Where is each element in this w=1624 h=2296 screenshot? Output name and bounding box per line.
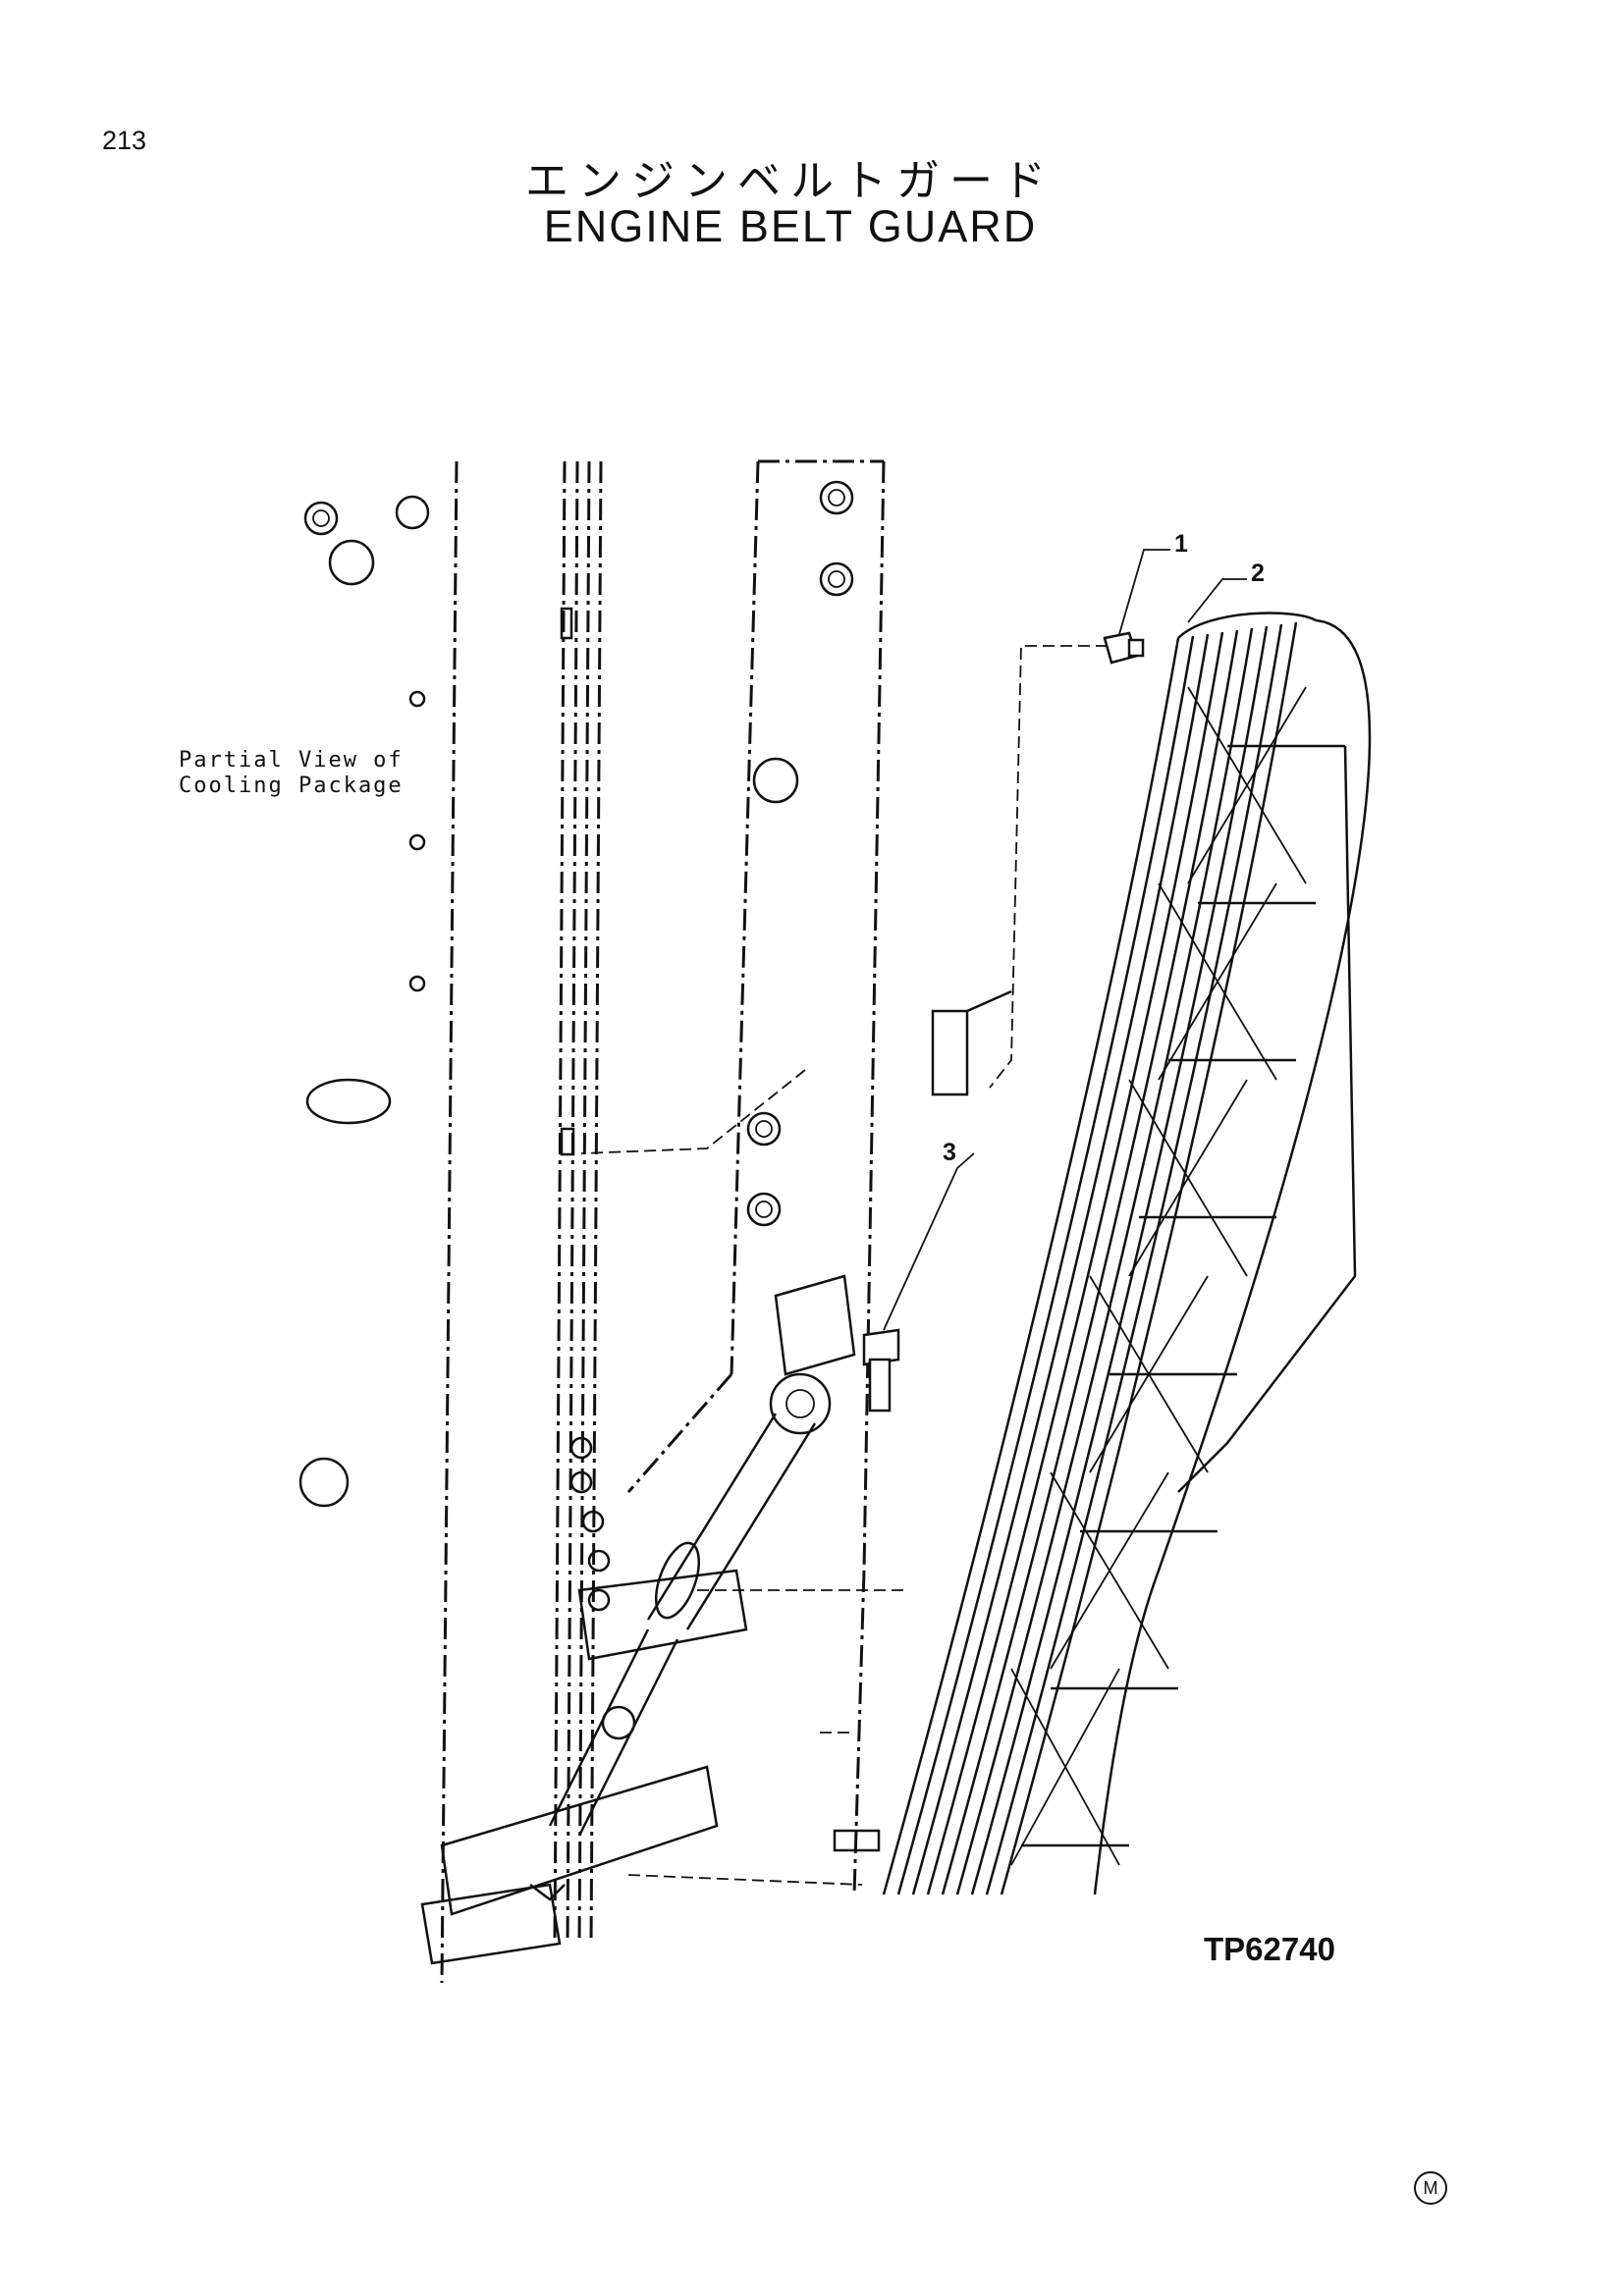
part-1-cap-screw [1103,631,1145,665]
page-number: 213 [102,126,147,155]
assembly-leaders [580,645,1108,1886]
cooling-package-outline [440,459,886,1984]
fittings [298,495,799,1508]
part-3-bolt [862,1328,900,1413]
title-japanese: エンジンベルトガード [525,156,1056,206]
callout-1: 1 [1174,530,1188,558]
corner-symbol: M [1414,2171,1447,2205]
hex-nuts [746,480,854,1227]
callout-leaders [883,549,1247,1331]
callout-3: 3 [943,1139,956,1166]
part-2-belt-guard [833,612,1372,1896]
drawing-code: TP62740 [1204,1931,1335,1967]
mounting-bracket [420,1274,856,1965]
callout-2: 2 [1251,560,1265,587]
title-english: ENGINE BELT GUARD [543,201,1038,251]
partial-view-label: Partial View of Cooling Package [179,748,404,798]
